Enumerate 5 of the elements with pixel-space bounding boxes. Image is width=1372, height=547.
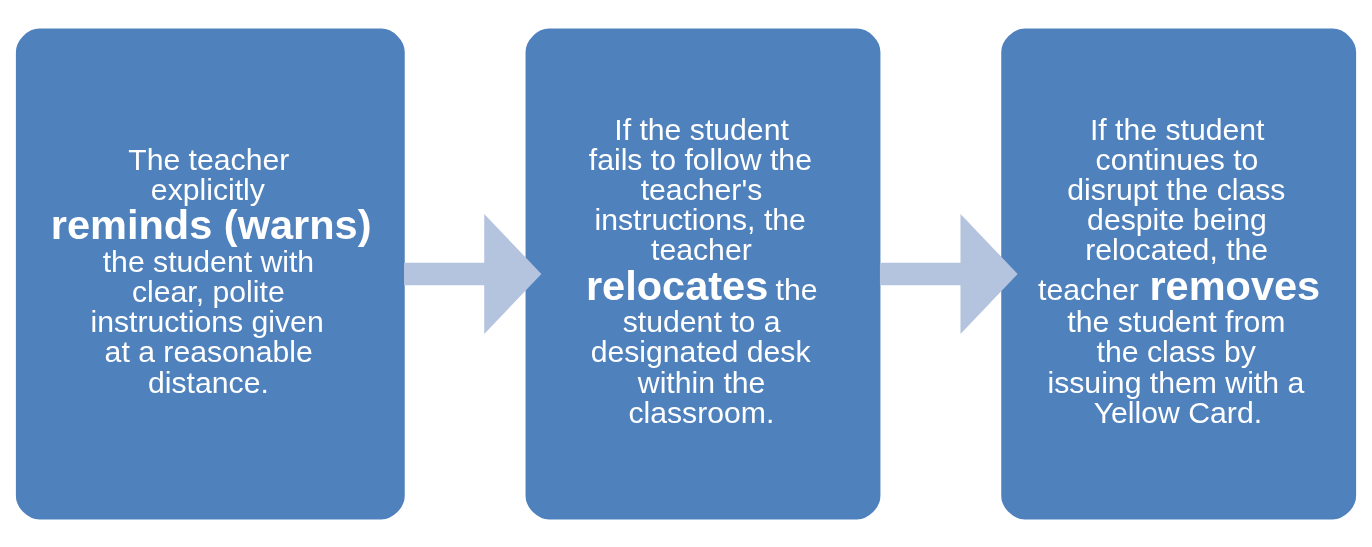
node-box: If the student fails to follow the teacher's instructions, the teacher relocates the student to a designated desk within the classroom. [525,28,881,519]
node-box: If the student continues to disrupt the class despite being relocated, the teacher removes the student from the class by issuing them with a Yellow Card. [1001,28,1357,519]
arrow [404,213,542,334]
arrow [879,213,1018,334]
node-box: The teacher explicitly reminds (warns) the student with clear, polite instructions given at a reasonable distance. [15,28,405,519]
